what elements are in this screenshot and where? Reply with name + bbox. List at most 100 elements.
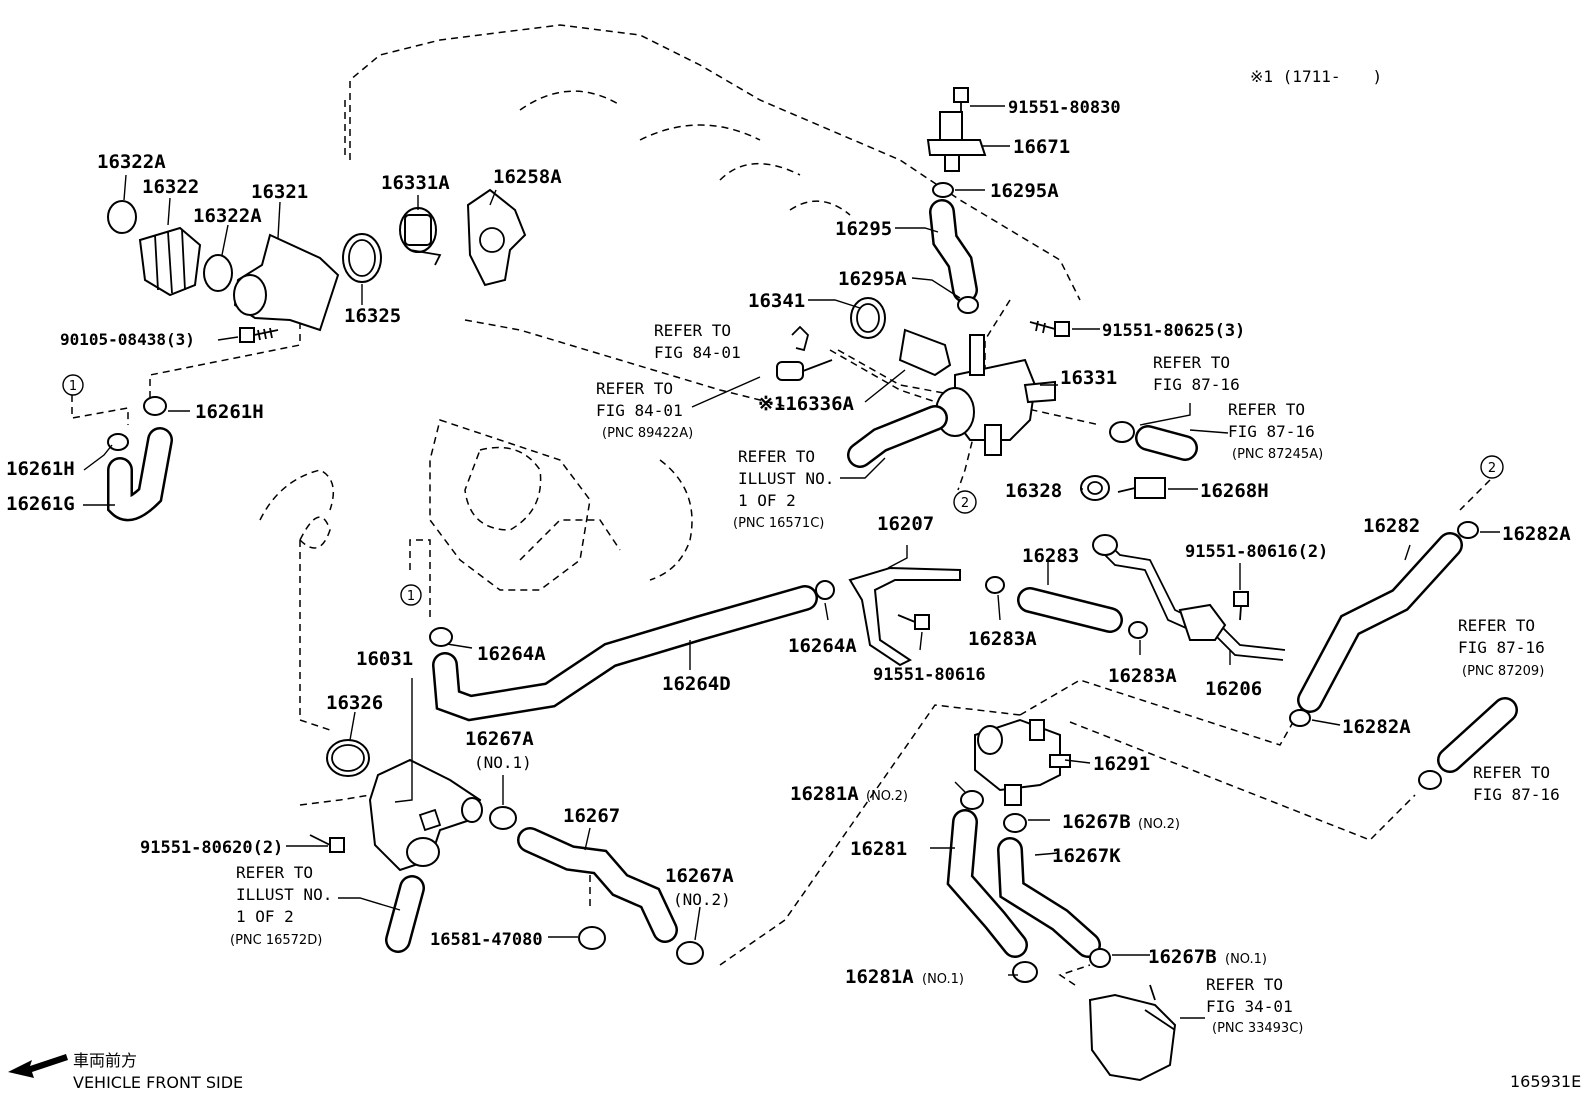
- svg-text:(PNC 16572D): (PNC 16572D): [230, 933, 322, 948]
- clamp-16282A-bottom[interactable]: [1289, 709, 1311, 727]
- label-16261H-left: 16261H: [6, 458, 75, 480]
- refer-fig-34-01: REFER TO FIG 34-01 (PNC 33493C): [1206, 975, 1303, 1036]
- clamp-16295A-top[interactable]: [932, 182, 954, 198]
- clamp-16283A-left[interactable]: [985, 576, 1005, 594]
- hose-16295[interactable]: [929, 199, 978, 303]
- label-16581-47080: 16581-47080: [430, 930, 543, 950]
- clamp-16267A-no2[interactable]: [676, 941, 704, 965]
- o-ring-16322A-mid[interactable]: [203, 254, 233, 292]
- valve-16671[interactable]: [926, 111, 987, 172]
- svg-text:(PNC 89422A): (PNC 89422A): [602, 426, 693, 441]
- bolt-91551-80625[interactable]: [1029, 320, 1070, 337]
- gasket-16258A[interactable]: [466, 188, 527, 287]
- bolt-91551-80620[interactable]: [309, 834, 345, 853]
- label-16326: 16326: [326, 692, 383, 714]
- label-16322: 16322: [142, 176, 199, 198]
- clamp-16267B-no1[interactable]: [1089, 948, 1111, 968]
- clamp-16267B-no2[interactable]: [1003, 813, 1027, 833]
- label-16325: 16325: [344, 305, 401, 327]
- label-16267A-no1: 16267A: [465, 728, 534, 750]
- o-ring-16322A-top[interactable]: [107, 200, 137, 234]
- clamp-16264A-left[interactable]: [429, 627, 453, 647]
- label-16258A: 16258A: [493, 166, 562, 188]
- clamp-16267A-no1[interactable]: [489, 806, 517, 830]
- marker-2-a: 2: [953, 490, 977, 514]
- bracket-16207[interactable]: [848, 566, 961, 667]
- label-16282A-top: 16282A: [1502, 523, 1571, 545]
- svg-text:REFER TO: REFER TO: [654, 321, 731, 340]
- housing-16031[interactable]: [368, 758, 483, 872]
- hose-16261G[interactable]: [107, 427, 173, 522]
- label-91551-80620: 91551-80620(2): [140, 838, 283, 858]
- pipe-16206[interactable]: [1092, 534, 1286, 661]
- svg-text:REFER TO: REFER TO: [236, 863, 313, 882]
- refer-fig-84-01-b: REFER TO FIG 84-01 (PNC 89422A): [596, 379, 693, 441]
- svg-text:(PNC 33493C): (PNC 33493C): [1212, 1021, 1303, 1036]
- union-bolt-16268H[interactable]: [1117, 477, 1166, 499]
- clamp-16282A-top[interactable]: [1457, 521, 1479, 539]
- front-arrow-icon: [8, 1054, 68, 1078]
- clamp-16261H-right[interactable]: [143, 396, 167, 416]
- outlet-16321[interactable]: [233, 233, 340, 332]
- bolt-91551-80616-2[interactable]: [1233, 591, 1249, 621]
- label-16267B-no1: 16267B: [1148, 946, 1217, 968]
- label-16336A: ※116336A: [758, 393, 855, 415]
- label-16261G: 16261G: [6, 493, 75, 515]
- svg-text:FIG 87-16: FIG 87-16: [1458, 638, 1545, 657]
- svg-text:2: 2: [1488, 461, 1496, 476]
- label-16281: 16281: [850, 838, 907, 860]
- label-16261H-right: 16261H: [195, 401, 264, 423]
- label-16267A-no2: 16267A: [665, 865, 734, 887]
- label-16281A-no2: 16281A: [790, 783, 859, 805]
- note-applicability: ※1 (1711- ): [1250, 67, 1382, 86]
- svg-text:FIG 34-01: FIG 34-01: [1206, 997, 1293, 1016]
- svg-text:ILLUST NO.: ILLUST NO.: [236, 885, 332, 904]
- label-16267B-no2: 16267B: [1062, 811, 1131, 833]
- union-16328[interactable]: [1080, 475, 1110, 501]
- hose-87245A: [1109, 421, 1198, 461]
- water-inlet-16331[interactable]: [935, 334, 1056, 456]
- clamp-16264A-right[interactable]: [815, 580, 835, 600]
- refer-illust-16572D: REFER TO ILLUST NO. 1 OF 2 (PNC 16572D): [230, 863, 332, 948]
- valve-16291[interactable]: [974, 718, 1071, 806]
- label-91551-80616: 91551-80616: [873, 665, 986, 685]
- seal-16336A[interactable]: [898, 328, 952, 377]
- label-16295A-top: 16295A: [990, 180, 1059, 202]
- clamp-16581-47080[interactable]: [578, 926, 606, 950]
- hose-16282[interactable]: [1297, 532, 1463, 713]
- label-16267K: 16267K: [1052, 845, 1121, 867]
- clamp-16281A-no2[interactable]: [960, 790, 984, 810]
- figure-code: 165931E: [1510, 1072, 1581, 1091]
- label-16264D: 16264D: [662, 673, 731, 695]
- hose-16267[interactable]: [517, 827, 678, 943]
- thermostat-16331A[interactable]: [399, 207, 442, 266]
- svg-text:REFER TO: REFER TO: [1153, 353, 1230, 372]
- hose-16281[interactable]: [946, 809, 1028, 958]
- label-16283: 16283: [1022, 545, 1079, 567]
- bolt-90105-08438[interactable]: [239, 327, 279, 343]
- svg-text:FIG 87-16: FIG 87-16: [1153, 375, 1240, 394]
- clamp-16281A-no1[interactable]: [1012, 961, 1038, 983]
- svg-text:FIG 87-16: FIG 87-16: [1228, 422, 1315, 441]
- bellows-16322[interactable]: [138, 226, 202, 297]
- bolt-91551-80616[interactable]: [897, 614, 930, 630]
- label-16322A-mid: 16322A: [193, 205, 262, 227]
- hose-16264D[interactable]: [432, 585, 818, 722]
- clamp-16295A-mid[interactable]: [957, 296, 979, 314]
- refer-fig-87-16-c: REFER TO FIG 87-16 (PNC 87209): [1458, 616, 1545, 679]
- hose-16283[interactable]: [1017, 587, 1123, 633]
- label-16206: 16206: [1205, 678, 1262, 700]
- label-16264A-right: 16264A: [788, 635, 857, 657]
- wire-connector: [791, 325, 810, 352]
- label-16282A-bottom: 16282A: [1342, 716, 1411, 738]
- clamp-16261H-left[interactable]: [107, 433, 129, 451]
- clamp-16283A-right[interactable]: [1128, 621, 1148, 639]
- hose-16267K[interactable]: [997, 837, 1101, 958]
- label-16321: 16321: [251, 181, 308, 203]
- marker-1-a: 1: [62, 374, 84, 396]
- svg-text:REFER TO: REFER TO: [1228, 400, 1305, 419]
- vehicle-front-indicator: 車両前方 VEHICLE FRONT SIDE: [8, 1051, 243, 1092]
- label-91551-80625: 91551-80625(3): [1102, 321, 1245, 341]
- label-16264A-left: 16264A: [477, 643, 546, 665]
